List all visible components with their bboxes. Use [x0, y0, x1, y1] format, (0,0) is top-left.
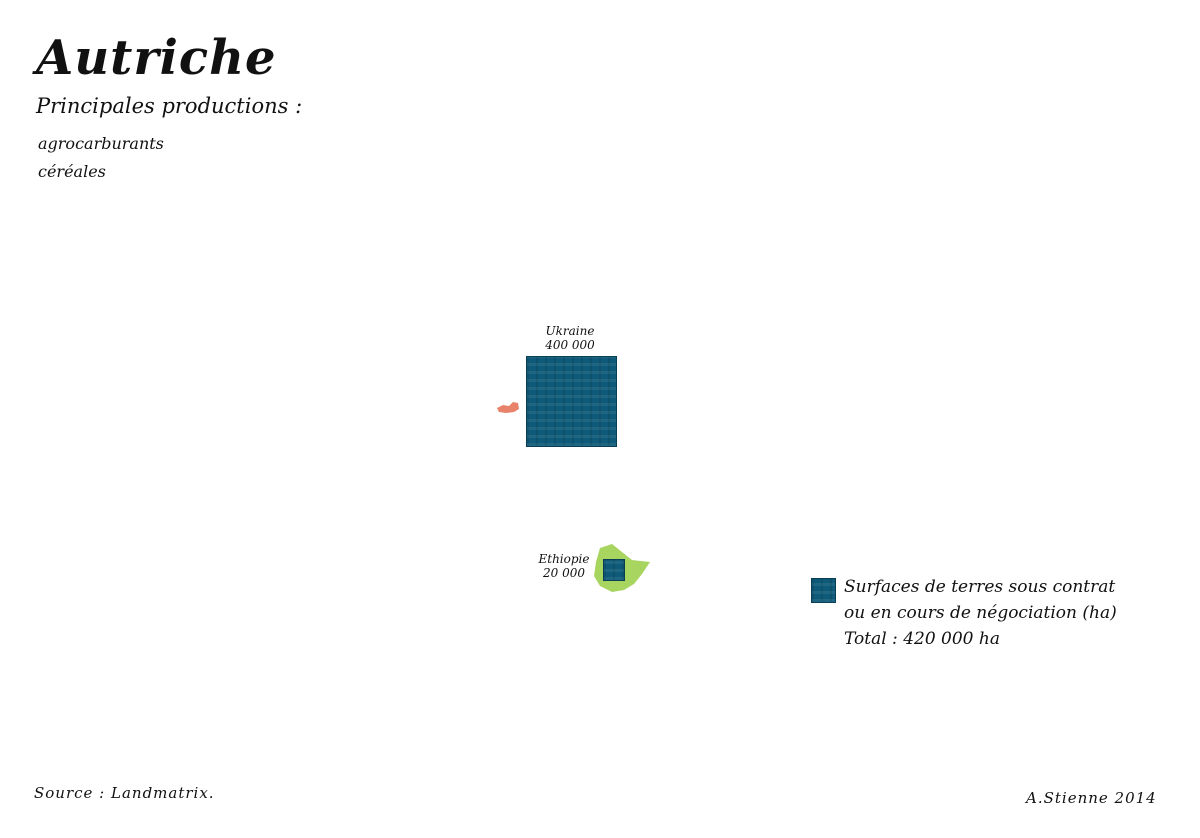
legend-swatch [811, 578, 836, 603]
ethiopia-label: Ethiopie 20 000 [532, 552, 596, 580]
ethiopia-value: 20 000 [543, 566, 585, 580]
production-item: agrocarburants [38, 134, 164, 153]
ukraine-value: 400 000 [545, 338, 595, 352]
legend-line-1: Surfaces de terres sous contrat [844, 577, 1116, 597]
ethiopia-land-square [603, 559, 625, 581]
map-title: Autriche [36, 30, 277, 86]
legend-total: Total : 420 000 ha [844, 629, 1000, 649]
ukraine-label: Ukraine 400 000 [535, 324, 605, 352]
map-subtitle: Principales productions : [36, 94, 303, 118]
author-credit: A.Stienne 2014 [1026, 789, 1157, 807]
legend-line-2: ou en cours de négociation (ha) [844, 603, 1117, 623]
production-item: céréales [38, 162, 106, 181]
ethiopia-name: Ethiopie [538, 552, 590, 566]
legend: Surfaces de terres sous contrat ou en co… [844, 574, 1117, 652]
ukraine-land-square [526, 356, 617, 447]
austria-shape [497, 402, 519, 413]
source-note: Source : Landmatrix. [34, 784, 215, 802]
ukraine-name: Ukraine [545, 324, 595, 338]
